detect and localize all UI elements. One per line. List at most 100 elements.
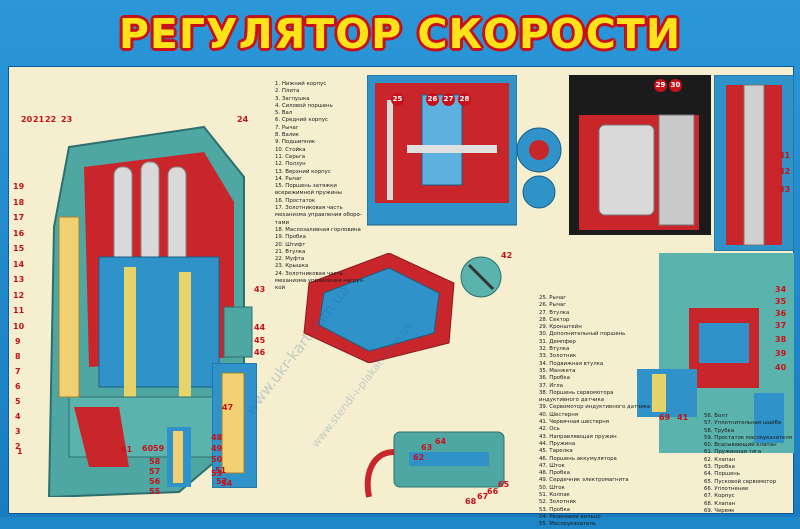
legend-item: 11. Серьга [275,153,306,160]
callout-number: 15 [13,244,25,253]
callout-number: 13 [13,275,25,284]
legend-item: 47. Шток [539,462,565,469]
legend-item: 24. Золотниковая часть [275,270,343,277]
legend-item: механизма управления нагруз- [275,278,365,285]
legend-item: 5. Вал [275,110,293,117]
mini-cutaway-illustration [167,427,191,487]
legend-item: 19. Пробка [275,234,306,241]
legend-item: 61. Пружинная тяга [704,449,762,456]
legend-item: 65. Пусковой сервомотор [704,478,777,485]
legend-item: 30. Дополнительный поршень [539,331,626,338]
legend-item: всережимной пружины [275,190,342,197]
poster-panel: 1. Нижний корпус 2. Плита 3. Заглушка 4.… [8,66,794,527]
legend-middle: 25. Рычаг 26. Рычаг 27. Втулка 28. Секто… [539,295,650,529]
legend-item: 40. Шестерня [539,411,578,418]
legend-item: 2. Плита [275,88,300,95]
callout-number: 65 [498,480,510,489]
callout-number: 35 [775,297,787,306]
legend-item: 37. Игла [539,382,563,389]
callout-number: 34 [775,285,787,294]
legend-item: 3. Заглушка [275,95,310,102]
callout-number: 37 [775,321,787,330]
callout-number: 12 [13,291,25,300]
legend-item: 55. Маслоуказатель [539,521,596,528]
callout-number: 19 [13,182,25,191]
legend-item: 68. Клапан [704,500,736,507]
legend-item: 57. Уплотнительная шайба [704,420,782,427]
legend-item: 64. Поршень [704,471,741,478]
legend-item: 18. Маслозаливная горловина [275,226,361,233]
legend-item: 56. Болт [704,413,728,419]
callout-number: 41 [677,413,689,422]
poster-title: РЕГУЛЯТОР СКОРОСТИ [118,10,682,58]
callout-number: 9 [15,337,21,346]
callout-number: 11 [13,306,25,315]
legend-item: 42. Ось [539,426,560,433]
callout-number: 42 [501,251,513,260]
callout-number: 4 [15,412,21,421]
callout-number: 8 [15,352,21,361]
callout-number: 16 [13,229,25,238]
legend-item: 10. Стойка [275,146,306,153]
legend-item: 27. Втулка [539,309,570,316]
legend-item: 12. Ползун [275,161,306,168]
legend-item: 23. Крышка [275,263,309,270]
callout-number: 55 [149,487,161,496]
callout-number: 20 [21,115,33,124]
legend-item: 48. Пробка [539,470,570,477]
legend-item: 13. Верхний корпус [275,168,331,175]
legend-item: 35. Манжета [539,367,576,374]
legend-item: 52. Золотник [539,499,577,506]
legend-item: 58. Трубка [704,427,735,434]
valve-section-illustration [714,75,794,251]
legend-item: 53. Пробка [539,506,570,513]
callout-number: 7 [15,367,21,376]
pointer-illustration [460,256,502,298]
callout-number: 38 [775,335,787,344]
legend-item: 62. Клапан [704,456,736,463]
legend-item: 38. Поршень сервомотора [539,389,614,396]
legend-item: 49. Сердечник электромагнита [539,477,629,484]
callout-number: 57 [149,467,161,476]
legend-item: 9. Подшипник [275,139,316,146]
callout-number: 24 [237,115,249,124]
callout-number: 22 [45,115,57,124]
legend-item: 43. Направляющая пружин [539,433,617,440]
legend-item: 32. Втулка [539,346,570,353]
callout-number: 53 [211,469,223,478]
callout-number: 23 [61,115,73,124]
legend-item: 44. Пружина [539,440,576,447]
legend-item: 25. Рычаг [539,295,567,301]
callout-circle: 27 [442,93,455,106]
callout-number: 3 [15,427,21,436]
legend-item: 4. Силовой поршень [275,102,333,109]
legend-item: 41. Червячная шестерня [539,419,609,426]
callout-circle: 25 [391,93,404,106]
legend-item: 39. Сервомотор индуктивного датчика [539,404,651,411]
legend-item: 36. Пробка [539,375,570,382]
legend-item: 21. Втулка [275,248,306,255]
callout-number: 62 [413,453,425,462]
callout-number: 64 [435,437,447,446]
legend-item: 28. Сектор [539,316,570,323]
legend-item: 67. Корпус [704,493,735,500]
callout-number: 47 [222,403,234,412]
housing-illustration [303,253,455,363]
legend-item: тами [275,219,290,226]
callout-number: 48 [211,433,223,442]
callout-number: 6 [15,382,21,391]
legend-item: 29. Кронштейн [539,324,582,331]
callout-number: 32 [779,167,791,176]
callout-circle: 29 [654,79,667,92]
callout-number: 17 [13,213,25,222]
legend-item: 54. Резиновое кольцо [539,513,601,520]
servo-section-illustration [569,75,711,235]
legend-item: 51. Колпак [539,492,570,499]
callout-number: 43 [254,285,266,294]
legend-item: индуктивного датчика [539,397,605,404]
callout-number: 52 [216,477,228,486]
callout-number: 54 [221,479,233,488]
callout-number: 68 [465,497,477,506]
callout-number: 59 [153,444,165,453]
callout-number: 56 [149,477,161,486]
